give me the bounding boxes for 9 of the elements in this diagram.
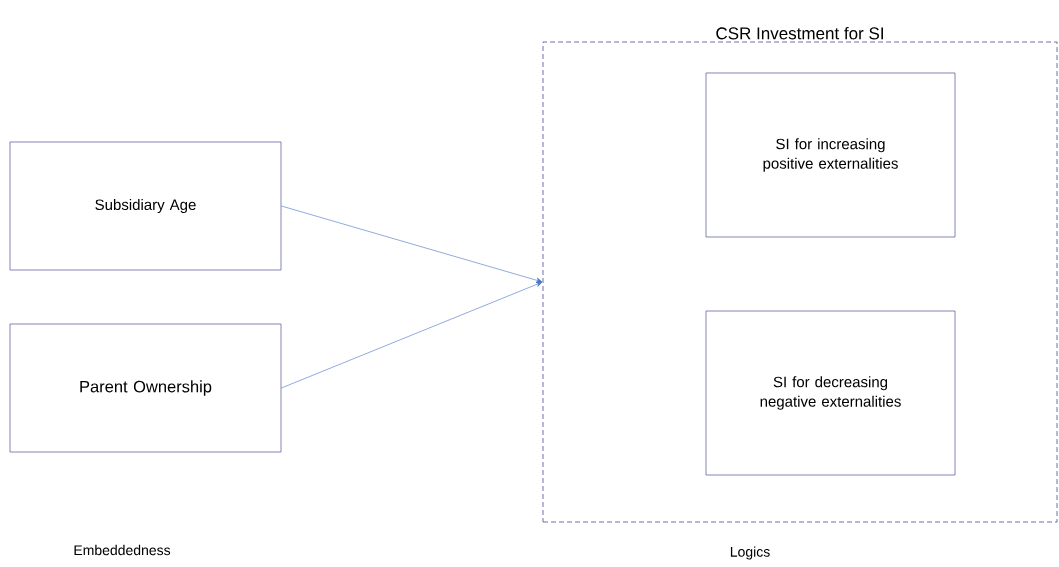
text-box: SI for decreasing negative externalities [705, 310, 956, 476]
caption-label: Embeddedness [74, 544, 171, 556]
arrow [281, 281, 543, 389]
text-box: Subsidiary Age [9, 141, 282, 271]
arrow [281, 205, 543, 283]
text-box: Parent Ownership [9, 323, 282, 453]
caption-label: Logics [730, 546, 770, 560]
text-box: SI for increasing positive externalities [705, 72, 956, 238]
node-label: CSR Investment for SI [716, 26, 883, 40]
